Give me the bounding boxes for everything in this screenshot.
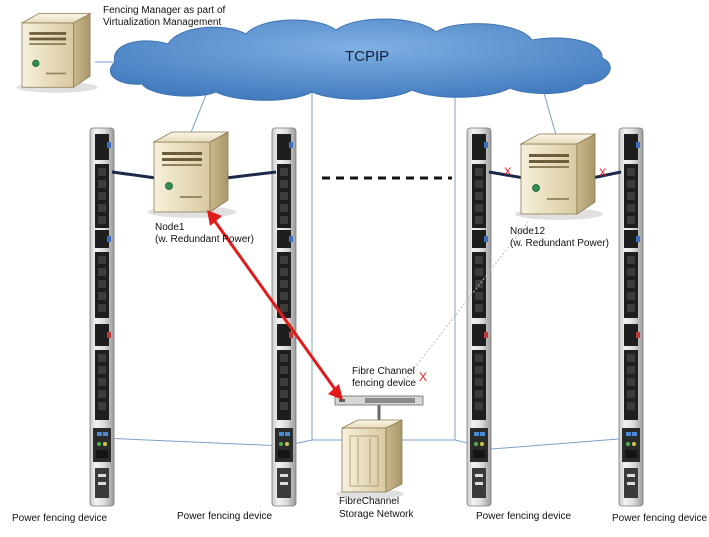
- node12-label: Node12: [510, 226, 546, 237]
- power-device-2-label: Power fencing device: [177, 511, 273, 522]
- broken-power-link-mark-left: X: [504, 166, 512, 178]
- fc-fail-mark: X: [419, 370, 428, 384]
- node12-power-cable-right: [591, 170, 622, 180]
- node12-server-icon: [514, 133, 604, 221]
- power-device-3-label: Power fencing device: [476, 511, 572, 522]
- fence-arrow: [207, 210, 343, 400]
- network-links: [95, 61, 632, 451]
- node1-power-cable-left: [111, 170, 157, 180]
- power-cables: [111, 170, 622, 180]
- fencing-manager-label-line2: Virtualization Management: [103, 17, 222, 28]
- node12-detail: (w. Redundant Power): [510, 238, 609, 249]
- pdu-link-left: [101, 437, 285, 447]
- node12-power-cable-left: [488, 170, 525, 180]
- power-fencing-device-4-icon: [618, 127, 644, 507]
- storage-label-line2: Storage Network: [339, 509, 414, 520]
- node1-power-cable-right: [225, 170, 277, 180]
- storage-array-icon: [336, 419, 404, 499]
- power-device-1-label: Power fencing device: [12, 513, 108, 524]
- fc-switch-icon: [334, 395, 424, 406]
- fencing-manager-label-line1: Fencing Manager as part of: [103, 5, 226, 16]
- fencing-manager-server-icon: [16, 13, 98, 94]
- tcpip-cloud: [109, 18, 611, 101]
- fc-device-label-line1: Fibre Channel: [352, 366, 415, 377]
- storage-label-line1: FibreChannel: [339, 496, 400, 507]
- fc-device-label-line2: fencing device: [352, 378, 416, 389]
- power-device-4-label: Power fencing device: [612, 513, 708, 524]
- node1-label: Node1: [155, 222, 185, 233]
- power-fencing-device-1-icon: [89, 127, 115, 507]
- node1-detail: (w. Redundant Power): [155, 234, 254, 245]
- power-fencing-device-3-icon: [466, 127, 492, 507]
- broken-power-link-mark-right: X: [599, 167, 607, 179]
- tcpip-label: TCPIP: [345, 48, 390, 65]
- pdu-link-right: [478, 437, 632, 451]
- node1-server-icon: [147, 131, 237, 219]
